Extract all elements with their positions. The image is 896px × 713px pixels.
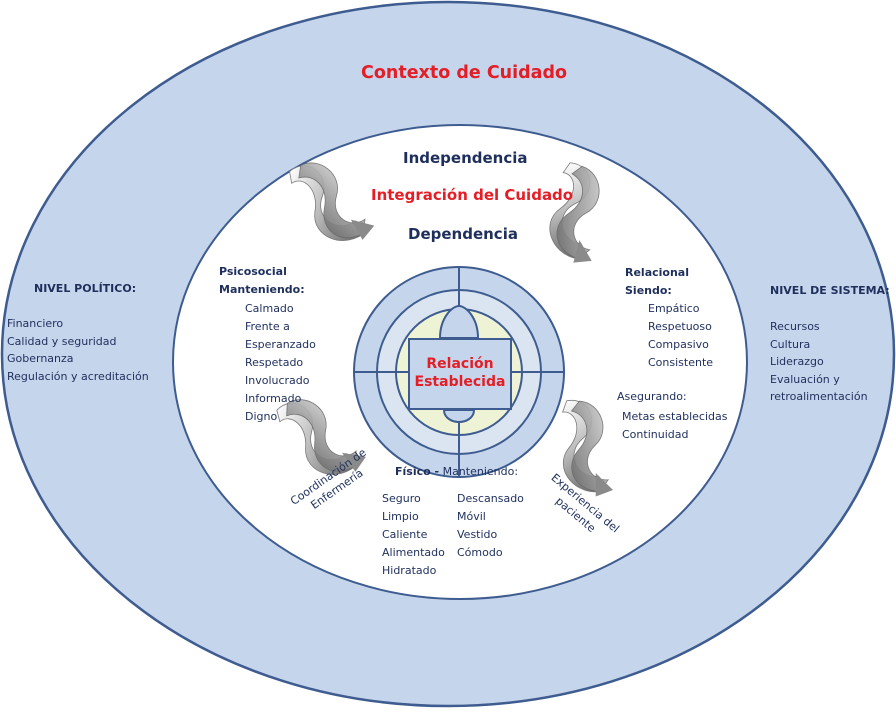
physical-item: Móvil: [457, 510, 486, 523]
relational-item: Compasivo: [648, 338, 709, 351]
system-item: Liderazgo: [770, 355, 824, 368]
ensuring-list: Metas establecidas Continuidad: [622, 408, 727, 444]
system-title: NIVEL DE SISTEMA:: [770, 284, 890, 297]
ensuring-item: Continuidad: [622, 428, 689, 441]
psychosocial-item: Respetado: [245, 356, 304, 369]
system-item: Recursos: [770, 320, 820, 333]
core-box: [408, 338, 512, 410]
physical-item: Limpio: [382, 510, 419, 523]
physical-item: Seguro: [382, 492, 421, 505]
political-item: Financiero: [7, 317, 64, 330]
system-item: retroalimentación: [770, 390, 868, 403]
independence-label: Independencia: [403, 149, 528, 167]
system-list: Recursos Cultura Liderazgo Evaluación y …: [770, 318, 868, 406]
dependence-label: Dependencia: [408, 225, 518, 243]
psychosocial-item: Involucrado: [245, 374, 310, 387]
physical-item: Descansado: [457, 492, 524, 505]
physical-item: Alimentado: [382, 546, 445, 559]
physical-title-rest: Manteniendo:: [439, 465, 519, 478]
psychosocial-item: Digno: [245, 410, 278, 423]
psychosocial-item: Informado: [245, 392, 302, 405]
physical-list-col1: Seguro Limpio Caliente Alimentado Hidrat…: [382, 490, 445, 580]
physical-item: Caliente: [382, 528, 428, 541]
psychosocial-list: Calmado Frente a Esperanzado Respetado I…: [245, 300, 316, 426]
core-line-1: Relación: [426, 356, 494, 372]
relational-item: Empático: [648, 302, 700, 315]
system-item: Cultura: [770, 337, 811, 351]
core-line-2: Establecida: [414, 374, 506, 390]
political-list: Financiero Calidad y seguridad Gobernanz…: [7, 315, 149, 385]
psychosocial-item: Calmado: [245, 302, 294, 315]
psychosocial-item: Frente a: [245, 320, 290, 333]
political-item: Regulación y acreditación: [7, 369, 149, 383]
core-label: Relación Establecida: [409, 355, 511, 391]
political-title: NIVEL POLÍTICO:: [34, 282, 137, 295]
psychosocial-title-line-2: Manteniendo:: [219, 283, 305, 296]
relational-title-line-2: Siendo:: [625, 284, 672, 297]
relational-title-line-1: Relacional: [625, 266, 689, 279]
outer-title: Contexto de Cuidado: [361, 63, 568, 83]
psychosocial-title: Psicosocial Manteniendo:: [219, 263, 305, 299]
physical-list-col2: Descansado Móvil Vestido Cómodo: [457, 490, 524, 562]
psychosocial-title-line-1: Psicosocial: [219, 265, 287, 278]
physical-item: Vestido: [457, 528, 498, 541]
physical-title-bold: Físico -: [395, 465, 440, 478]
ensuring-item: Metas establecidas: [622, 410, 728, 423]
psychosocial-item: Esperanzado: [245, 338, 316, 351]
relational-item: Respetuoso: [648, 320, 712, 333]
political-item: Calidad y seguridad: [7, 334, 117, 348]
physical-title: Físico - Manteniendo:: [395, 465, 518, 480]
integration-label: Integración del Cuidado: [371, 186, 574, 204]
relational-item: Consistente: [648, 356, 714, 369]
relational-title: Relacional Siendo:: [625, 264, 689, 300]
system-item: Evaluación y: [770, 372, 840, 386]
relational-list: Empático Respetuoso Compasivo Consistent…: [648, 300, 713, 372]
physical-item: Cómodo: [457, 546, 503, 559]
ensuring-title: Asegurando:: [617, 390, 687, 403]
physical-item: Hidratado: [382, 564, 437, 577]
political-item: Gobernanza: [7, 352, 74, 365]
